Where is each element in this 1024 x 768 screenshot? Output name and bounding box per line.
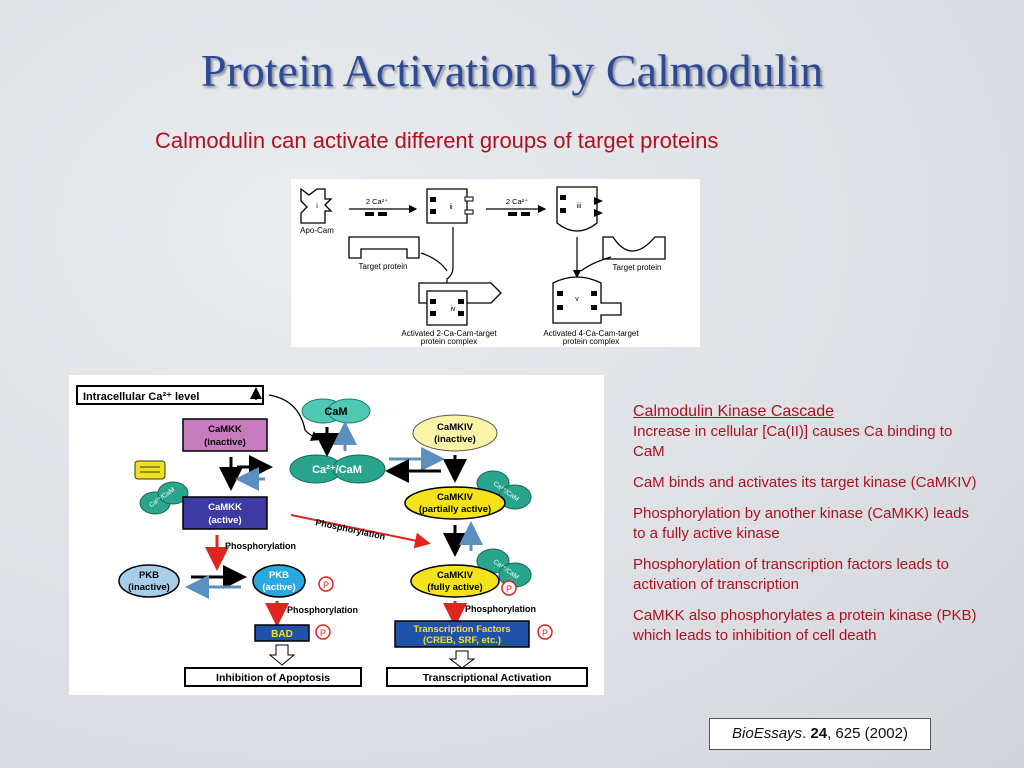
- ca-to-cam-arrow: [268, 394, 322, 441]
- citation-box: BioEssays. 24, 625 (2002): [709, 718, 931, 750]
- complex-iv-shape: [418, 282, 502, 326]
- phosphate-badge: [315, 624, 331, 640]
- phospho-diag-arrow: [290, 514, 431, 549]
- phospho-right-label: Phosphorylation: [465, 604, 536, 614]
- pkb-inactive-label-1: PKB: [139, 570, 159, 581]
- slide-subtitle: Calmodulin can activate different groups…: [155, 128, 719, 153]
- state-iii-shape: [556, 186, 603, 232]
- inhibition-label: Inhibition of Apoptosis: [216, 672, 330, 684]
- complex-right-label-1: Activated 4-Ca-Cam-target: [543, 329, 639, 338]
- target-protein-right-label: Target protein: [613, 263, 662, 272]
- camkk-inactive-box: [182, 418, 268, 452]
- hollow-arrow-left: [268, 644, 296, 666]
- citation-volume: 24: [810, 725, 828, 742]
- merge-line-right: [580, 256, 612, 272]
- side-heading: Calmodulin Kinase Cascade: [633, 403, 834, 420]
- ca-label-2: 2 Ca²⁺: [506, 197, 528, 206]
- state-v-label: v: [575, 296, 579, 303]
- pkb-inactive: [118, 564, 180, 598]
- hollow-arrow-right: [448, 650, 476, 669]
- bad-box: [254, 624, 310, 642]
- side-point-3: Phosphorylation by another kinase (CaMKK…: [633, 505, 970, 542]
- ca-ion: [378, 212, 387, 216]
- bad-label: BAD: [271, 629, 293, 640]
- ca-ion: [521, 212, 530, 216]
- inhibition-box: [184, 667, 362, 687]
- phosphate-label: P: [320, 628, 326, 638]
- camkiv-full-label-2: (fully active): [427, 582, 482, 593]
- phosphate-badge: [318, 576, 334, 592]
- kinase-cascade-figure: Intracellular Ca²⁺ level CaM Ca²⁺/CaM Ca…: [69, 375, 604, 695]
- state-ii-label: ii: [449, 204, 453, 211]
- complex-right-label-2: protein complex: [563, 337, 619, 346]
- side-point-1: Increase in cellular [Ca(II)] causes Ca …: [633, 423, 953, 460]
- phospho-left-label: Phosphorylation: [225, 541, 296, 551]
- activation-label: Transcriptional Activation: [423, 672, 552, 684]
- camkk-active-label-2: (active): [208, 515, 241, 526]
- slide-title: Protein Activation by Calmodulin: [200, 45, 824, 96]
- side-text-panel: Calmodulin Kinase Cascade Increase in ce…: [633, 402, 983, 657]
- ca-ion: [508, 212, 517, 216]
- camkk-inactive-label-1: CaMKK: [208, 424, 242, 435]
- note-icon: [134, 460, 166, 480]
- tf-label-2: (CREB, SRF, etc.): [423, 635, 501, 646]
- camkiv-partial-label-2: (partially active): [419, 504, 491, 515]
- merge-line-left: [420, 252, 448, 272]
- side-point-4: Phosphorylation of transcription factors…: [633, 556, 950, 593]
- camkiv-partial-label-1: CaMKIV: [437, 492, 474, 503]
- state-iv-label: iv: [450, 306, 456, 313]
- state-iii-label: iii: [577, 203, 582, 210]
- ca-cam-small: [157, 481, 189, 505]
- pkb-active-label-2: (active): [262, 582, 295, 593]
- target-protein-right: [602, 236, 666, 260]
- ca-ion: [365, 212, 374, 216]
- tf-label-1: Transcription Factors: [413, 624, 510, 635]
- pkb-inactive-label-2: (inactive): [128, 582, 170, 593]
- apo-cam-label: Apo-Cam: [300, 226, 334, 235]
- camkiv-partial: [404, 486, 506, 520]
- cam-label: CaM: [324, 406, 347, 418]
- complex-v-shape: [552, 276, 622, 324]
- complex-left-label-1: Activated 2-Ca-Cam-target: [401, 329, 497, 338]
- camkiv-inactive: [412, 414, 498, 452]
- camkiv-inactive-label-1: CaMKIV: [437, 422, 474, 433]
- pkb-active: [252, 564, 306, 598]
- phosphate-badge: [501, 580, 517, 596]
- state-ii-shape: [426, 188, 474, 224]
- state-i-label: i: [316, 203, 318, 210]
- target-protein-left-label: Target protein: [359, 262, 408, 271]
- merge-arrow-left: [442, 227, 454, 293]
- phospho-diag-label: Phosphorylation: [315, 517, 387, 542]
- phosphate-label: P: [506, 584, 512, 594]
- camkk-active-label-1: CaMKK: [208, 502, 242, 513]
- citation-rest: , 625 (2002): [827, 725, 908, 742]
- phosphate-label: P: [323, 580, 329, 590]
- activation-box: [386, 667, 588, 687]
- phosphate-badge: [537, 624, 553, 640]
- pkb-active-label-1: PKB: [269, 570, 289, 581]
- apo-cam-shape: [300, 187, 333, 224]
- phosphate-label: P: [542, 628, 548, 638]
- camkiv-inactive-label-2: (inactive): [434, 434, 476, 445]
- ca-label-1: 2 Ca²⁺: [366, 197, 388, 206]
- camkiv-full-label-1: CaMKIV: [437, 570, 474, 581]
- side-point-2: CaM binds and activates its target kinas…: [633, 474, 977, 491]
- camkk-inactive-label-2: (inactive): [204, 437, 246, 448]
- camkk-active-box: [182, 496, 268, 530]
- target-protein-left: [348, 236, 420, 259]
- ca-level-label: Intracellular Ca²⁺ level: [83, 391, 199, 403]
- citation-journal: BioEssays: [732, 725, 803, 742]
- ca-level-box: [76, 385, 264, 405]
- ca-cam-label: Ca²⁺/CaM: [312, 464, 362, 476]
- tf-box: [394, 620, 530, 648]
- side-point-5: CaMKK also phosphorylates a protein kina…: [633, 607, 977, 644]
- calmodulin-states-figure: i Apo-Cam 2 Ca²⁺ ii 2 Ca²⁺ iii: [291, 179, 700, 347]
- camkiv-full: [410, 564, 500, 598]
- phospho-pkb-label: Phosphorylation: [287, 605, 358, 615]
- complex-left-label-2: protein complex: [421, 337, 477, 346]
